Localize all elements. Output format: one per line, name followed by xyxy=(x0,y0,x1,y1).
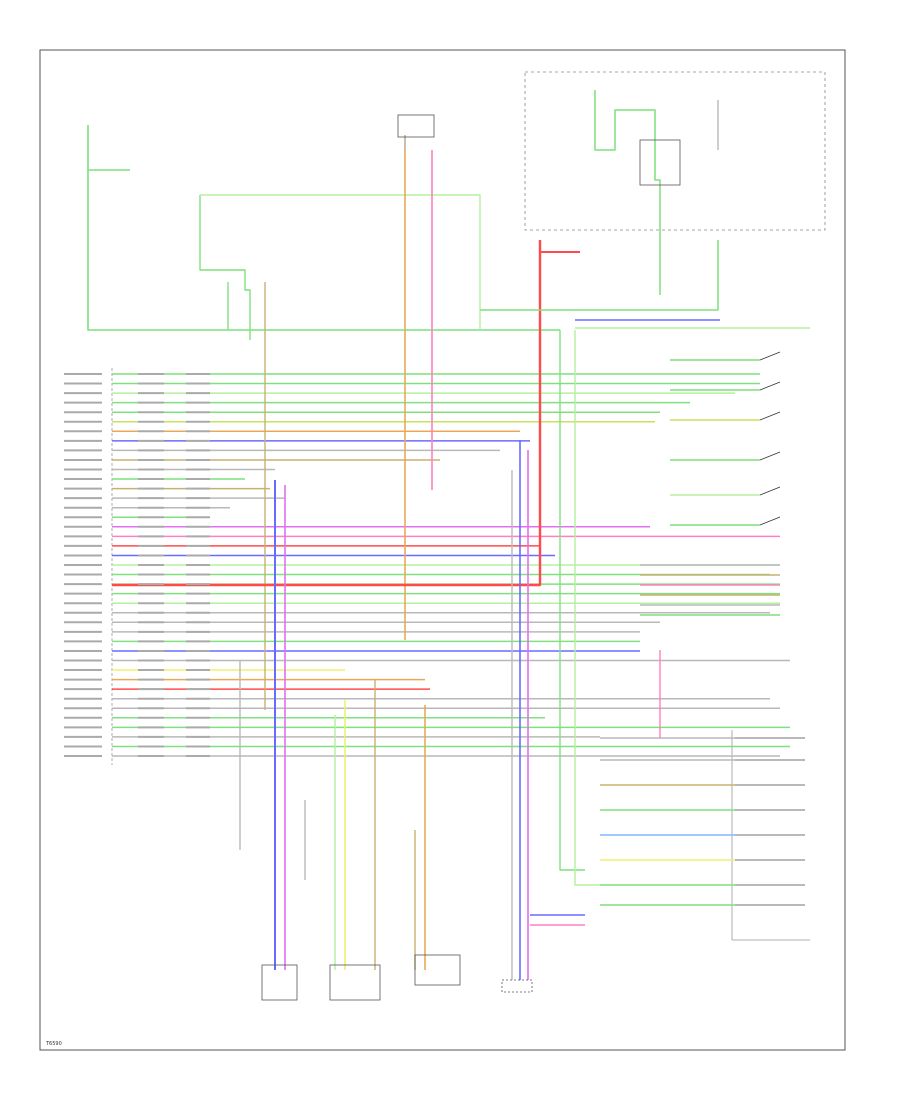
input-speed-sensor xyxy=(397,114,435,138)
wire-group xyxy=(87,90,810,980)
fuse-block-relay xyxy=(639,139,681,186)
throttle-position-sensor xyxy=(329,964,381,1001)
range-switch-contact-1 xyxy=(759,351,781,361)
pin-label-group xyxy=(64,373,210,757)
diagram-border xyxy=(39,49,846,1051)
range-switch-contact-4 xyxy=(759,451,781,461)
battery-feed-wire xyxy=(112,240,542,587)
range-switch-contact-6 xyxy=(759,516,781,526)
corner-code: T6590 xyxy=(45,1041,62,1047)
transmission-solenoid xyxy=(414,954,461,986)
range-switch-contact-2 xyxy=(759,381,781,391)
trans-range-wire-a xyxy=(559,330,585,871)
range-switch-contact-5 xyxy=(759,486,781,496)
fuse-to-bus-wire xyxy=(480,240,719,311)
data-link-connector xyxy=(501,979,533,993)
fuse-box-outline xyxy=(524,71,826,231)
component-group xyxy=(261,114,681,1001)
trans-range-wire-b xyxy=(574,330,600,886)
fuse-feed-wire xyxy=(87,125,560,331)
starter-relay-wire xyxy=(199,195,251,340)
output-shaft-speed-sensor xyxy=(261,964,298,1001)
fuse-box-green-wire xyxy=(594,90,661,295)
relay-bus-wire xyxy=(200,194,481,330)
range-switch-contact-3 xyxy=(759,411,781,421)
